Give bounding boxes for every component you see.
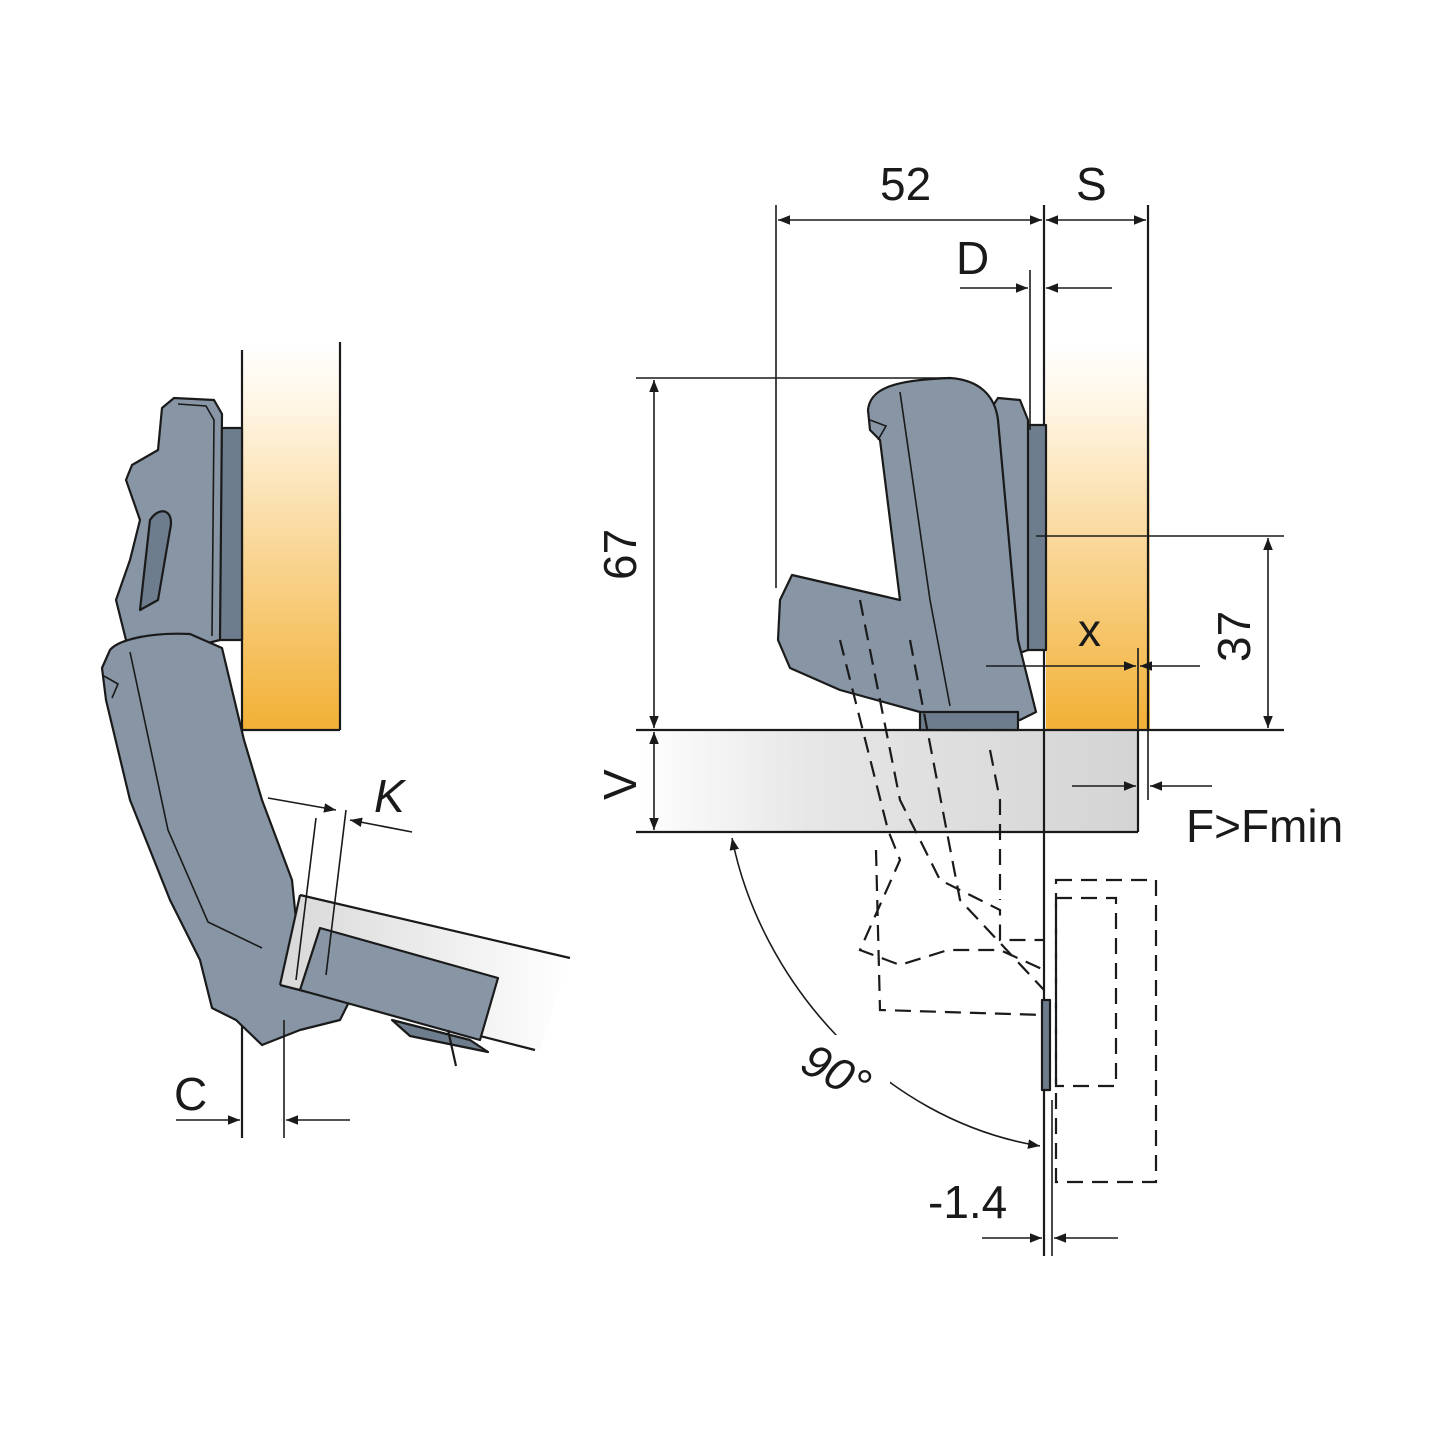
- left-cup-flange: [390, 1018, 490, 1054]
- left-hinge-arm-detail: [177, 403, 215, 637]
- k-arrow-right: [349, 817, 413, 833]
- left-hinge-link: [138, 510, 173, 612]
- left-hinge-cup: [298, 926, 500, 1042]
- label-f-fmin: F>Fmin: [1186, 800, 1343, 852]
- ghost-hinge-5: [988, 749, 1002, 900]
- angle-arc: [729, 837, 1041, 1149]
- angle-label-bg: [790, 1035, 890, 1095]
- label-k: K: [374, 770, 407, 822]
- right-figure: 52 S D 67 V 37 x F>Fmin: [594, 158, 1343, 1256]
- right-cabinet-panel: [1046, 345, 1150, 730]
- k-ext-2: [325, 809, 347, 976]
- label-x: x: [1078, 604, 1101, 656]
- label-v: V: [594, 769, 646, 800]
- label-d: D: [956, 232, 989, 284]
- left-cup-mark: [446, 1029, 458, 1067]
- ghost-hinge-3: [874, 849, 1045, 1017]
- label-offset: -1.4: [928, 1176, 1007, 1228]
- right-hinge-body: [776, 376, 1038, 722]
- label-c: C: [174, 1068, 207, 1120]
- label-67: 67: [594, 529, 646, 580]
- left-figure: K C: [100, 342, 571, 1138]
- right-cup-flange: [918, 710, 1020, 732]
- left-cabinet-panel: [242, 345, 340, 730]
- right-hinge-detail: [899, 391, 951, 707]
- left-hinge-body-detail: [129, 651, 263, 949]
- label-s: S: [1076, 158, 1107, 210]
- right-door: [636, 730, 1138, 832]
- left-hinge-body: [100, 632, 352, 1047]
- k-ext-1: [295, 817, 317, 981]
- ghost-door: [1054, 878, 1158, 1184]
- ghost-cup: [1054, 896, 1118, 1088]
- left-door-end: [278, 894, 302, 986]
- ghost-plate: [1040, 998, 1052, 1092]
- k-arrow-left: [267, 797, 337, 813]
- right-hinge-notch: [869, 419, 888, 441]
- label-37: 37: [1208, 611, 1260, 662]
- left-door-top-edge: [299, 893, 571, 960]
- left-hinge-notch: [103, 675, 120, 699]
- label-52: 52: [880, 158, 931, 210]
